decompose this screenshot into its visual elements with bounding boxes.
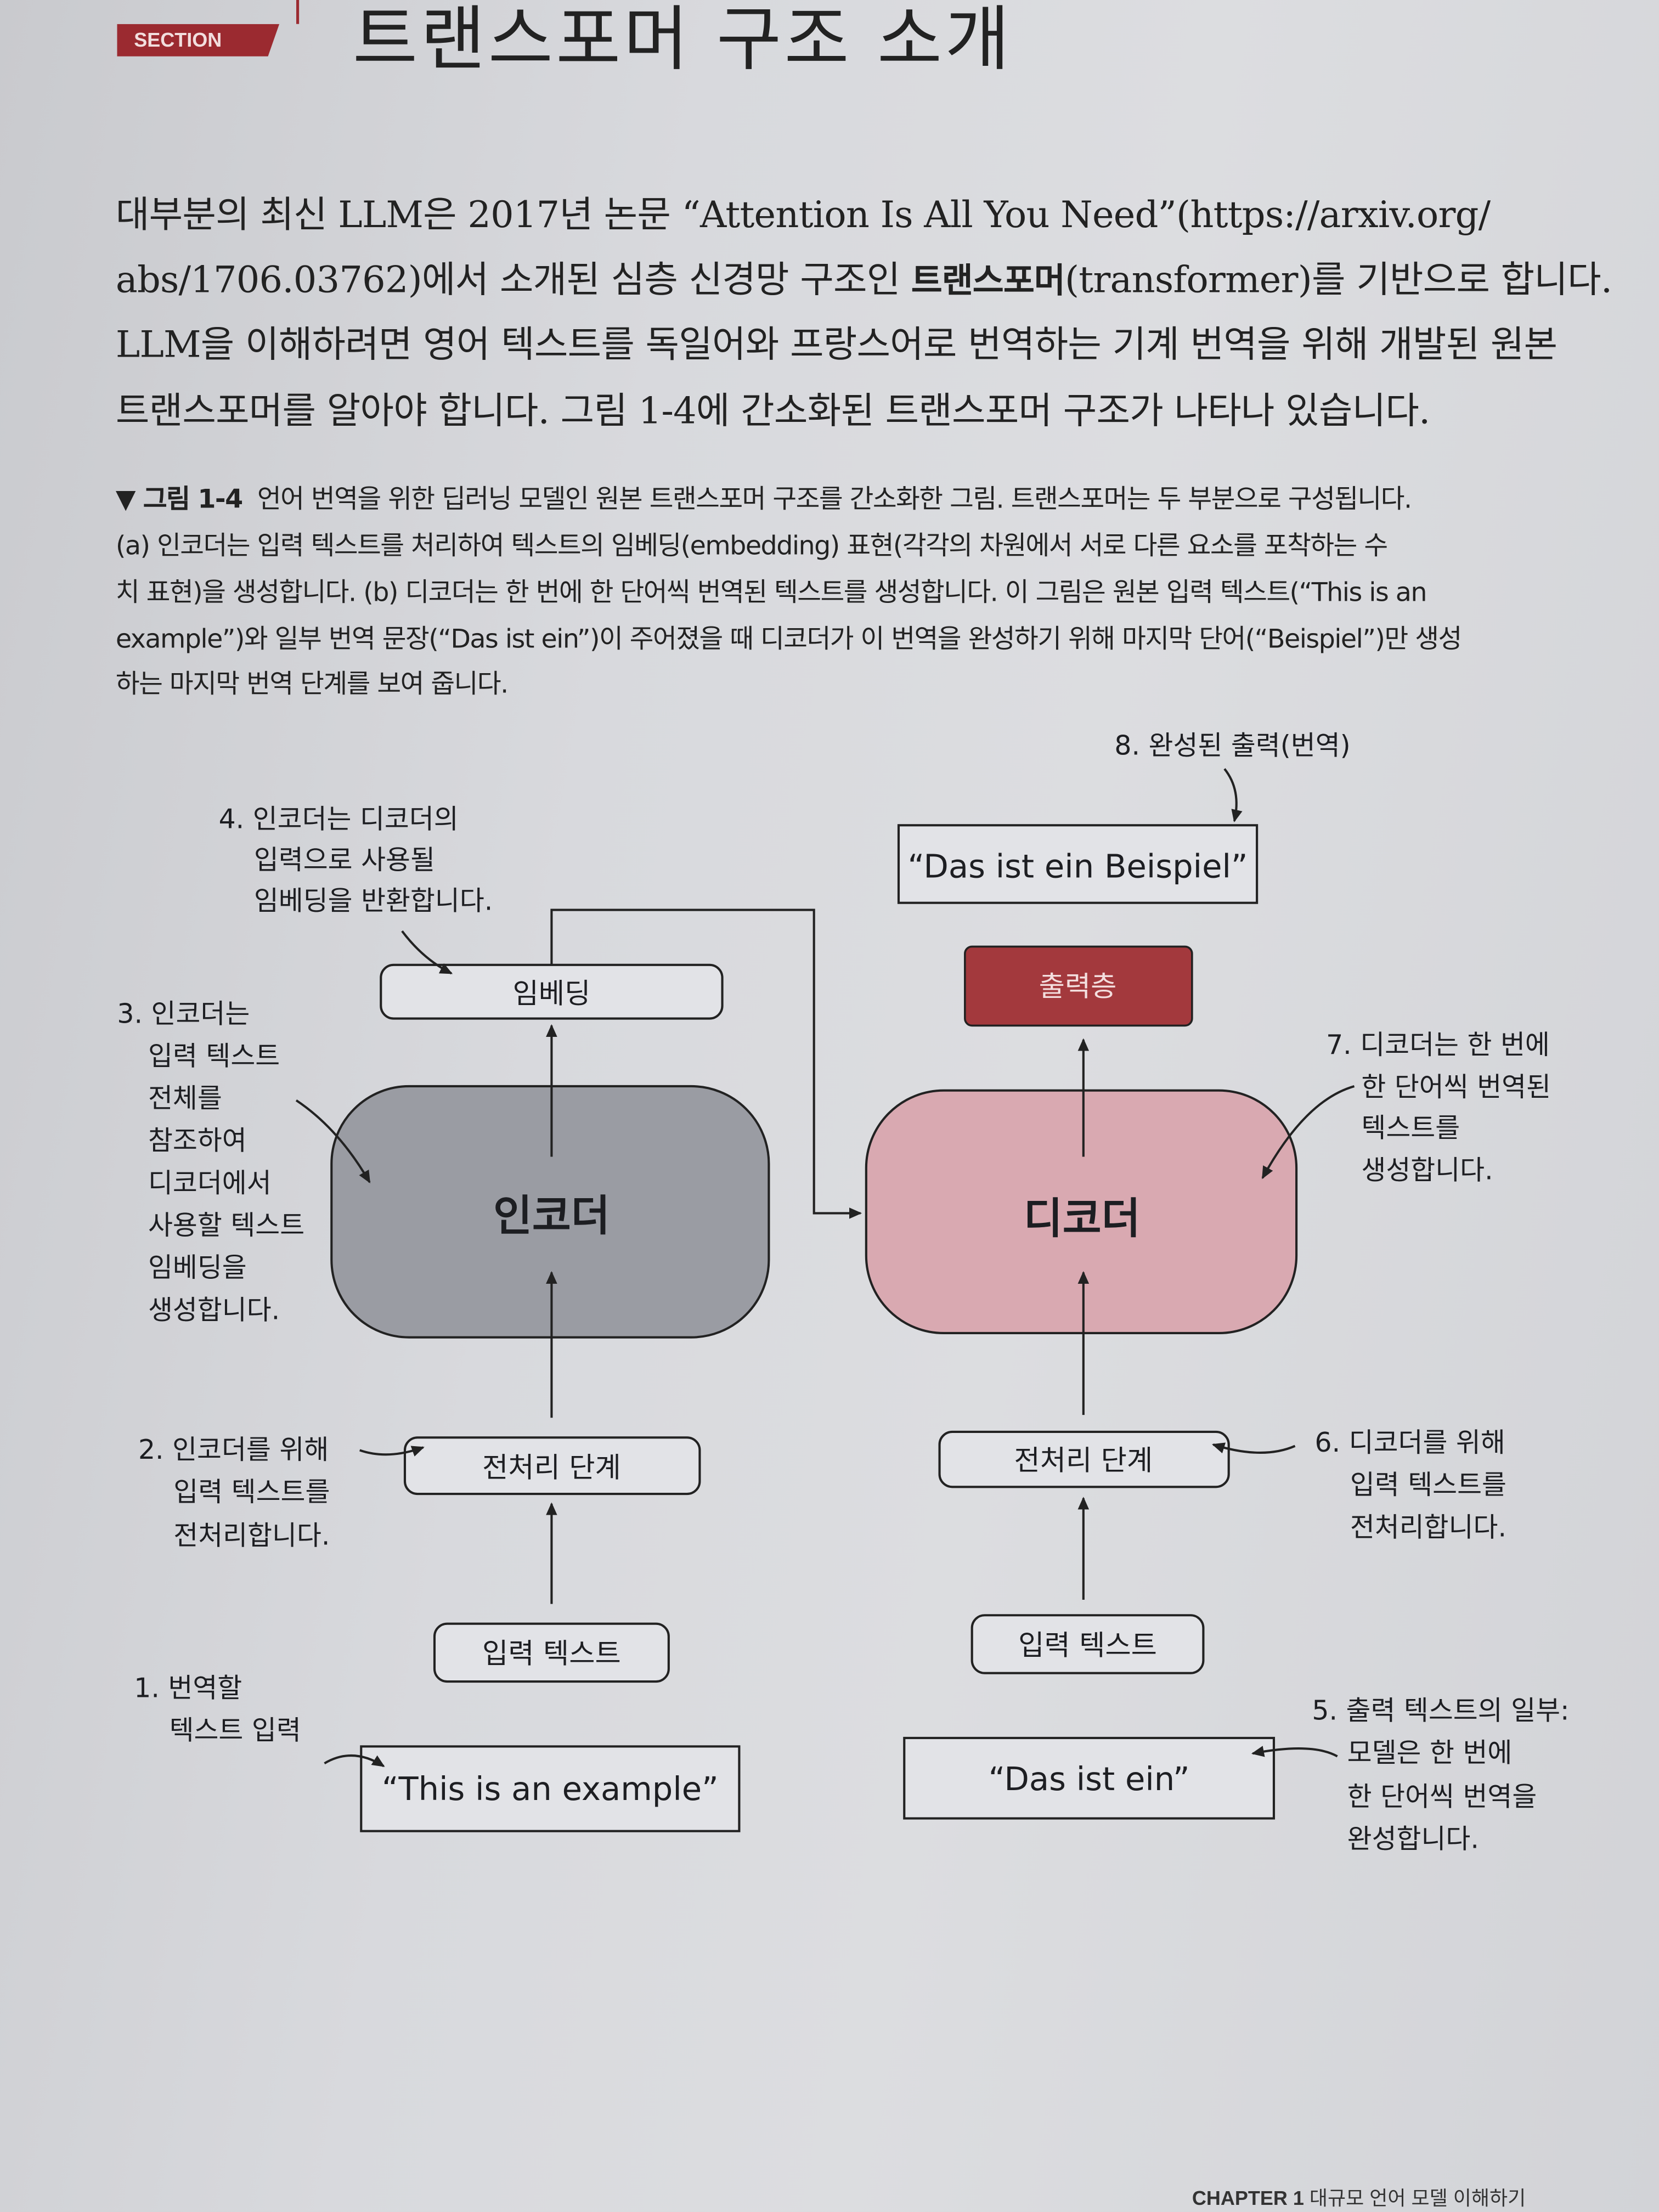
chapter-title: 대규모 언어 모델 이해하기	[1309, 2186, 1526, 2209]
caption-line: ▼ 그림 1-4 언어 번역을 위한 딥러닝 모델인 원본 트랜스포머 구조를 …	[116, 479, 1412, 516]
annotation-2-line: 전처리합니다.	[173, 1520, 330, 1551]
source-text: “This is an example”	[382, 1770, 719, 1808]
final-output-box	[897, 824, 1259, 904]
output-layer-label: 출력층	[1039, 970, 1117, 1003]
annotation-3-line: 생성합니다.	[148, 1294, 280, 1325]
input-right-box	[970, 1614, 1205, 1674]
page-footer: CHAPTER 1 대규모 언어 모델 이해하기	[1192, 2184, 1526, 2212]
paragraph-line: LLM을 이해하려면 영어 텍스트를 독일어와 프랑스어로 번역하는 기계 번역…	[115, 324, 1558, 367]
annotation-3-line: 디코더에서	[148, 1167, 272, 1199]
source-text-box	[360, 1745, 741, 1832]
input-left-box	[433, 1622, 670, 1683]
decoder-label: 디코더	[1024, 1194, 1141, 1243]
annotation-3-line: 3. 인코더는	[117, 998, 250, 1029]
annotation-4-line: 4. 인코더는 디코더의	[219, 803, 459, 834]
preprocess-left-box	[403, 1436, 701, 1496]
annotation-1-line: 1. 번역할	[134, 1672, 242, 1703]
annotation-8: 8. 완성된 출력(번역)	[1114, 730, 1350, 761]
chapter-label: CHAPTER 1	[1192, 2186, 1304, 2209]
embedding-label: 임베딩	[512, 977, 590, 1010]
annotation-3-line: 전체를	[148, 1083, 222, 1114]
decoder-block	[865, 1089, 1298, 1335]
preprocess-right-box	[938, 1430, 1230, 1488]
text: abs/1706.03762)에서 소개된 심층 신경망 구조인	[115, 259, 911, 302]
annotation-2-line: 입력 텍스트를	[173, 1476, 330, 1508]
caption-line: example”)와 일부 번역 문장(“Das ist ein”)이 주어졌을…	[115, 625, 1462, 655]
partial-text-box	[903, 1736, 1276, 1820]
output-layer-box	[964, 945, 1193, 1027]
annotation-5-line: 한 단어씩 번역을	[1347, 1781, 1537, 1812]
encoder-block	[330, 1085, 770, 1339]
paragraph-line: 트랜스포머를 알아야 합니다. 그림 1-4에 간소화된 트랜스포머 구조가 나…	[115, 391, 1430, 433]
bold-term: 트랜스포머	[911, 261, 1065, 301]
section-badge: SECTION	[117, 24, 280, 57]
figure-label: ▼ 그림 1-4	[115, 485, 243, 515]
text: 언어 번역을 위한 딥러닝 모델인 원본 트랜스포머 구조를 간소화한 그림. …	[257, 485, 1412, 515]
annotation-5-line: 완성합니다.	[1347, 1824, 1479, 1855]
caption-line: 하는 마지막 번역 단계를 보여 줍니다.	[115, 670, 509, 700]
annotation-1-line: 텍스트 입력	[170, 1715, 301, 1746]
text: (transformer)를 기반으로 합니다.	[1064, 259, 1612, 302]
input-right-label: 입력 텍스트	[1018, 1629, 1157, 1662]
section-badge-decoration	[141, 0, 300, 24]
annotation-3-line: 참조하여	[148, 1125, 247, 1156]
partial-text: “Das ist ein”	[989, 1760, 1190, 1798]
encoder-label: 인코더	[493, 1191, 610, 1240]
paragraph-line: 대부분의 최신 LLM은 2017년 논문 “Attention Is All …	[115, 194, 1491, 237]
annotation-5-line: 5. 출력 텍스트의 일부:	[1312, 1695, 1569, 1726]
annotation-5-line: 모델은 한 번에	[1347, 1737, 1513, 1769]
section-title: 트랜스포머 구조 소개	[352, 0, 1013, 81]
flow-arrows	[295, 768, 1355, 1768]
annotation-4-line: 임베딩을 반환합니다.	[254, 885, 493, 917]
annotation-6-line: 6. 디코더를 위해	[1315, 1427, 1505, 1458]
annotation-7-line: 텍스트를	[1361, 1113, 1460, 1144]
preprocess-left-label: 전처리 단계	[482, 1451, 621, 1484]
annotation-2-line: 2. 인코더를 위해	[138, 1434, 329, 1465]
annotation-3-line: 임베딩을	[148, 1252, 247, 1283]
caption-line: 치 표현)을 생성합니다. (b) 디코더는 한 번에 한 단어씩 번역된 텍스…	[115, 578, 1427, 608]
annotation-7-line: 한 단어씩 번역된	[1361, 1071, 1551, 1103]
final-output-text: “Das ist ein Beispiel”	[908, 847, 1248, 885]
annotation-3-line: 사용할 텍스트	[148, 1210, 304, 1241]
caption-line: (a) 인코더는 입력 텍스트를 처리하여 텍스트의 임베딩(embedding…	[115, 532, 1388, 562]
preprocess-right-label: 전처리 단계	[1014, 1444, 1153, 1477]
annotation-6-line: 전처리합니다.	[1350, 1511, 1506, 1543]
annotation-4-line: 입력으로 사용될	[254, 844, 435, 876]
annotation-7-line: 생성합니다.	[1361, 1155, 1493, 1186]
annotation-7-line: 7. 디코더는 한 번에	[1326, 1029, 1550, 1060]
annotation-3-line: 입력 텍스트	[148, 1040, 280, 1071]
annotation-6-line: 입력 텍스트를	[1350, 1469, 1506, 1500]
paragraph-line: abs/1706.03762)에서 소개된 심층 신경망 구조인 트랜스포머(t…	[116, 251, 1612, 303]
input-left-label: 입력 텍스트	[482, 1638, 621, 1671]
